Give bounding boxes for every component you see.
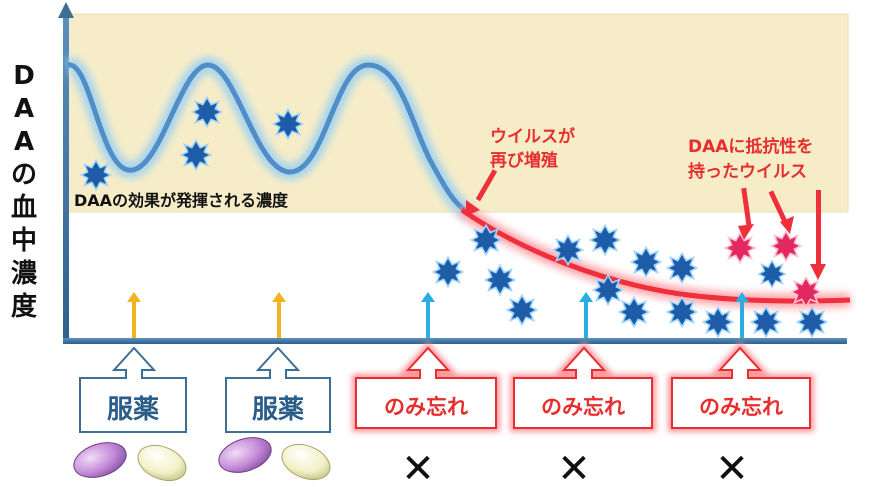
step-missed-label: のみ忘れ bbox=[384, 395, 468, 419]
y-axis-label-char: 血 bbox=[10, 193, 37, 223]
dose-arrow-shaft bbox=[132, 300, 136, 338]
step-missed-3: のみ忘れ ✕ bbox=[668, 342, 814, 487]
virus-icon bbox=[618, 296, 650, 328]
virus-icon bbox=[552, 234, 584, 266]
callout-resistant-virus-line2: 持ったウイルス bbox=[688, 161, 807, 182]
callout-arrow-shaft bbox=[475, 169, 498, 202]
callout-virus-regrowth-line1: ウイルスが bbox=[490, 126, 575, 147]
step-missed-label: のみ忘れ bbox=[699, 395, 783, 419]
cross-mark-icon: ✕ bbox=[401, 446, 435, 487]
x-axis bbox=[63, 338, 847, 344]
virus-icon bbox=[432, 256, 464, 288]
up-arrow-icon bbox=[127, 292, 141, 302]
virus-icon bbox=[796, 306, 828, 338]
capsule-pill-icon bbox=[137, 444, 187, 482]
callout-virus-regrowth-line2: 再び増殖 bbox=[490, 150, 558, 171]
up-arrow-outline-icon bbox=[355, 346, 497, 429]
resistant-virus-icon bbox=[724, 232, 756, 264]
cross-mark-icon: ✕ bbox=[557, 446, 591, 487]
effective-zone bbox=[68, 14, 848, 212]
cross-mark-icon: ✕ bbox=[715, 446, 749, 487]
dose-arrow-shaft bbox=[426, 300, 430, 338]
capsule-pill-icon bbox=[281, 443, 331, 481]
up-arrow-icon bbox=[272, 292, 286, 302]
y-axis-label: D A A の 血 中 濃 度 bbox=[4, 60, 44, 324]
dose-arrow-shaft bbox=[277, 300, 281, 338]
pointer-arrow-shaft bbox=[768, 190, 789, 226]
capsule-pill-icon bbox=[73, 442, 127, 478]
virus-icon bbox=[272, 108, 304, 140]
drug-concentration-curve bbox=[67, 62, 470, 215]
virus-icon bbox=[80, 159, 112, 191]
up-arrow-icon bbox=[735, 292, 749, 302]
up-arrow-outline-icon bbox=[513, 346, 653, 429]
callout-arrow-icon bbox=[466, 200, 480, 216]
virus-icon bbox=[592, 274, 624, 306]
virus-icon bbox=[666, 296, 698, 328]
dose-arrow-shaft bbox=[584, 300, 588, 338]
virus-icon bbox=[757, 259, 787, 289]
step-taken-label: 服薬 bbox=[252, 395, 304, 425]
y-axis bbox=[63, 14, 69, 344]
step-missed-label: のみ忘れ bbox=[541, 395, 625, 419]
pointer-arrow-shaft bbox=[741, 187, 752, 229]
step-missed-1: のみ忘れ ✕ bbox=[352, 342, 500, 487]
virus-icon bbox=[191, 96, 223, 128]
virus-icon bbox=[630, 246, 662, 278]
pointer-arrow-icon bbox=[738, 224, 754, 240]
virus-icon bbox=[506, 294, 538, 326]
resistant-virus-icon bbox=[790, 276, 822, 308]
up-arrow-icon bbox=[421, 292, 435, 302]
y-axis-label-char: 濃 bbox=[10, 259, 37, 289]
y-axis-label-char: A bbox=[13, 127, 35, 157]
virus-icon bbox=[589, 224, 621, 256]
step-taken-2: 服薬 bbox=[218, 346, 331, 481]
resistant-virus-icon bbox=[770, 230, 802, 262]
up-arrow-outline-icon bbox=[225, 346, 331, 433]
pointer-arrow-icon bbox=[780, 216, 794, 234]
y-axis-label-char: 度 bbox=[10, 292, 37, 322]
virus-icon bbox=[470, 224, 502, 256]
virus-icon bbox=[750, 306, 782, 338]
y-axis-label-char: D bbox=[13, 61, 35, 91]
y-axis-arrow-icon bbox=[58, 2, 74, 18]
up-arrow-icon bbox=[579, 292, 593, 302]
y-axis-label-char: 中 bbox=[10, 226, 37, 256]
pointer-arrow-shaft bbox=[816, 190, 821, 266]
y-axis-label-char: の bbox=[10, 160, 37, 190]
callout-resistant-virus-line1: DAAに抵抗性を bbox=[688, 136, 813, 157]
virus-icon bbox=[702, 306, 734, 338]
step-taken-1: 服薬 bbox=[73, 346, 187, 482]
capsule-pill-icon bbox=[218, 437, 272, 473]
up-arrow-outline-icon bbox=[79, 346, 187, 433]
virus-icon bbox=[484, 264, 516, 296]
virus-icon bbox=[180, 139, 212, 171]
virus-icon bbox=[666, 252, 698, 284]
up-arrow-outline-icon bbox=[671, 346, 811, 429]
dose-arrow-shaft bbox=[740, 300, 744, 338]
pointer-arrow-icon bbox=[810, 264, 826, 280]
step-taken-label: 服薬 bbox=[107, 395, 159, 425]
effective-zone-label: DAAの効果が発揮される濃度 bbox=[74, 191, 289, 210]
y-axis-label-char: A bbox=[13, 94, 35, 124]
step-missed-2: のみ忘れ ✕ bbox=[510, 342, 656, 487]
